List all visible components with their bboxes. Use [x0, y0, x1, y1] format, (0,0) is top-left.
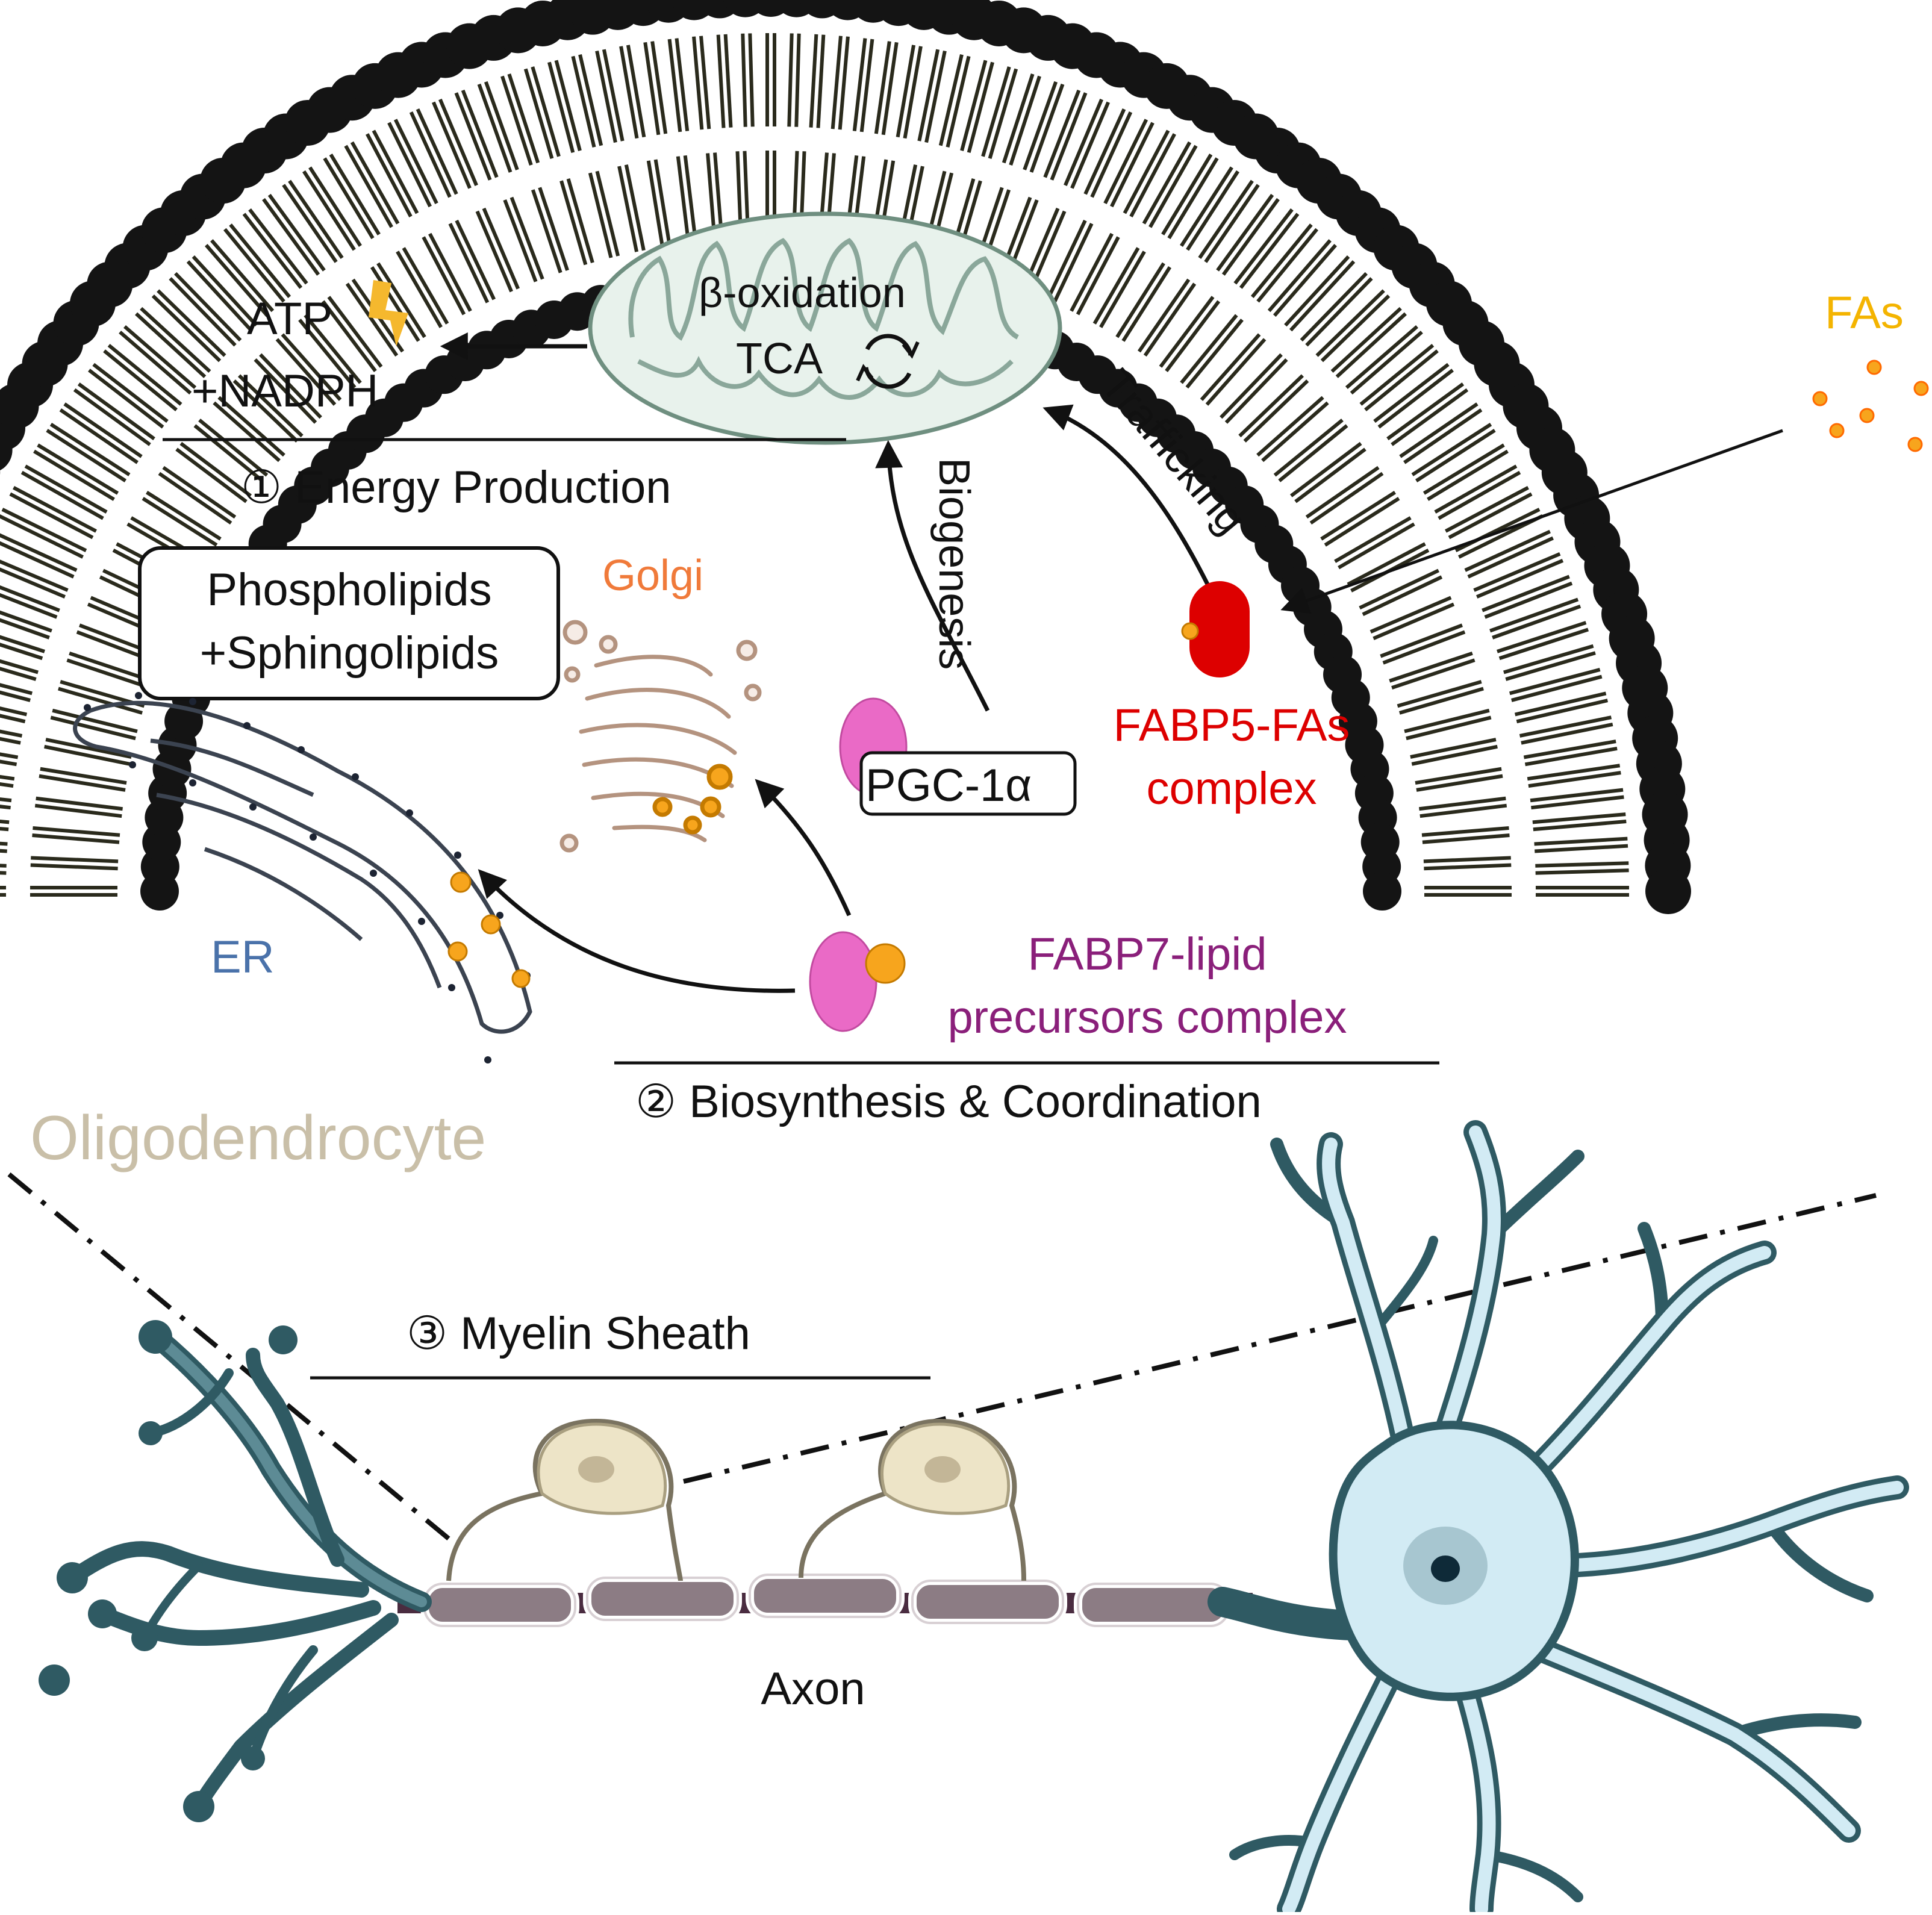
- biosynthesis-label: ② Biosynthesis & Coordination: [635, 1076, 1262, 1127]
- oligodendrocyte-cells: [449, 1421, 1024, 1581]
- fabp7-line2-label: precursors complex: [947, 992, 1347, 1043]
- phospholipids-label: Phospholipids: [207, 564, 491, 615]
- biogenesis-label: Biogenesis: [930, 458, 978, 670]
- arrow-to-golgi: [759, 783, 849, 915]
- lightning-icon: [369, 280, 408, 346]
- oligodendrocyte-label: Oligodendrocyte: [30, 1103, 486, 1173]
- axon-label: Axon: [761, 1663, 865, 1714]
- fabp5-line2-label: complex: [1147, 763, 1317, 814]
- energy-production-label: ① Energy Production: [241, 462, 672, 513]
- neuron-soma: [1223, 1132, 1897, 1909]
- fabp5-protein: [1182, 581, 1250, 677]
- nadph-label: +NADPH: [192, 366, 378, 417]
- atp-label: ATP: [247, 293, 332, 344]
- myelin-sheath-label: ③ Myelin Sheath: [407, 1308, 750, 1359]
- fas-label: FAs: [1825, 287, 1904, 338]
- mitochondrion: [590, 214, 1060, 443]
- tca-label: TCA: [736, 335, 823, 383]
- fabp7-protein: [810, 932, 905, 1031]
- cell-membrane-bilayer: [0, 0, 1691, 914]
- fabp7-line1-label: FABP7-lipid: [1027, 929, 1267, 980]
- golgi-label: Golgi: [602, 552, 703, 600]
- er-label: ER: [211, 932, 275, 983]
- pgc1a-label: PGC-1α: [865, 760, 1032, 811]
- axon-terminal: [72, 1337, 422, 1807]
- sphingolipids-label: +Sphingolipids: [200, 627, 499, 679]
- fabp5-line1-label: FABP5-FAs: [1114, 700, 1350, 751]
- beta-oxidation-label: β-oxidation: [699, 269, 906, 316]
- fatty-acid-dots: [1813, 361, 1928, 451]
- neuron: [39, 1132, 1897, 1909]
- golgi-apparatus: [562, 622, 759, 850]
- myelin-segments: [425, 1575, 1229, 1626]
